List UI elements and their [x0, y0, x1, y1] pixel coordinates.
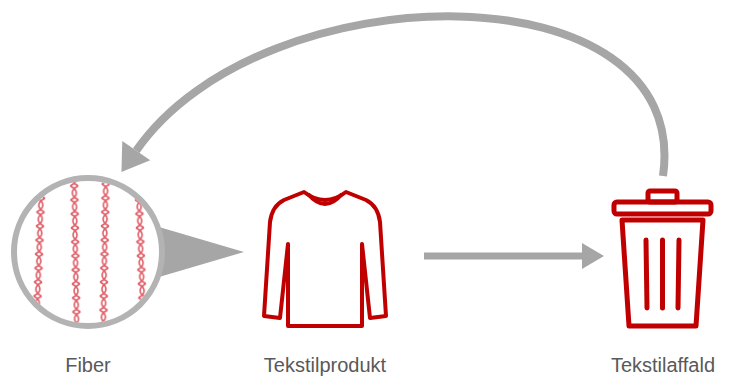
fiber-magnifier	[14, 170, 162, 342]
node-label: Fiber	[12, 354, 164, 377]
icon-node: Fiber	[12, 176, 164, 377]
sweater-icon	[264, 192, 386, 326]
trash-icon	[614, 191, 711, 326]
icon-node: Tekstilprodukt	[250, 176, 400, 377]
node-label: Tekstilaffald	[604, 354, 722, 377]
flow-arrow	[424, 243, 604, 269]
flow-arrow	[121, 16, 664, 176]
node-label: Tekstilprodukt	[250, 354, 400, 377]
icon-node: Tekstilaffald	[604, 176, 722, 377]
